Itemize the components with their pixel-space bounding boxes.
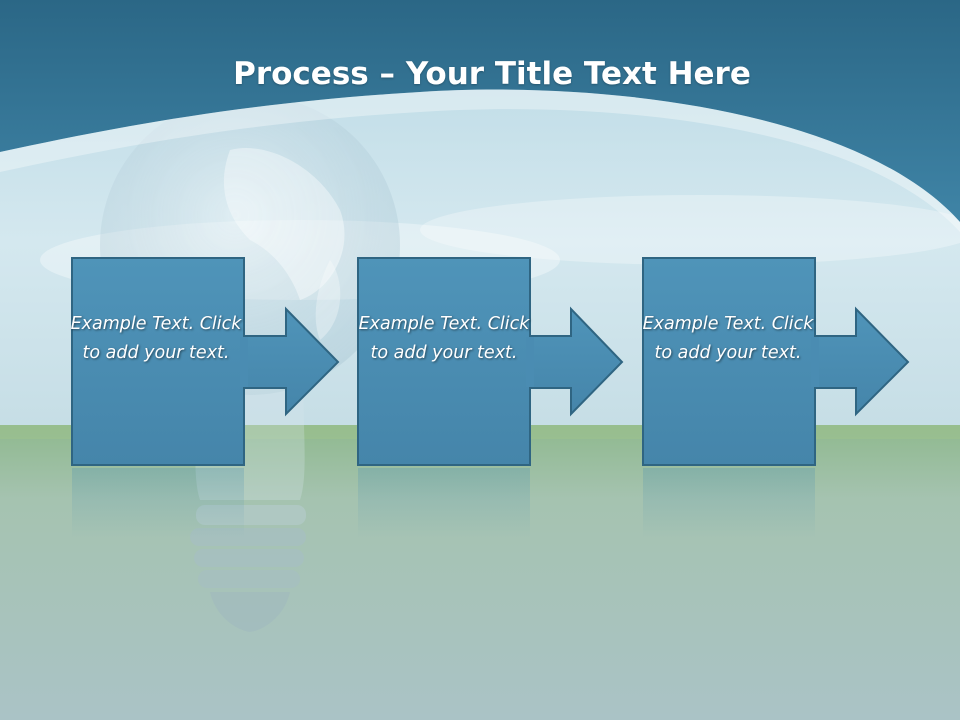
arrow-right-icon [808,306,910,417]
step-2-text[interactable]: Example Text. Click to add your text. [358,314,530,363]
step-reflections [72,468,815,538]
step-3-text[interactable]: Example Text. Click to add your text. [642,314,814,363]
process-step-box[interactable] [357,257,531,466]
slide-title-rest: – Your Title Text Here [368,56,751,92]
header-band [0,0,960,222]
slide-title-strong: Process [233,56,369,92]
arrow-right-icon [237,306,340,417]
process-step-box[interactable] [642,257,816,466]
arrow-right-icon [523,306,624,417]
step-1-text[interactable]: Example Text. Click to add your text. [70,314,242,363]
header-highlight [0,89,960,232]
process-step-box[interactable] [71,257,245,466]
slide-title[interactable]: Process – Your Title Text Here [0,54,960,94]
